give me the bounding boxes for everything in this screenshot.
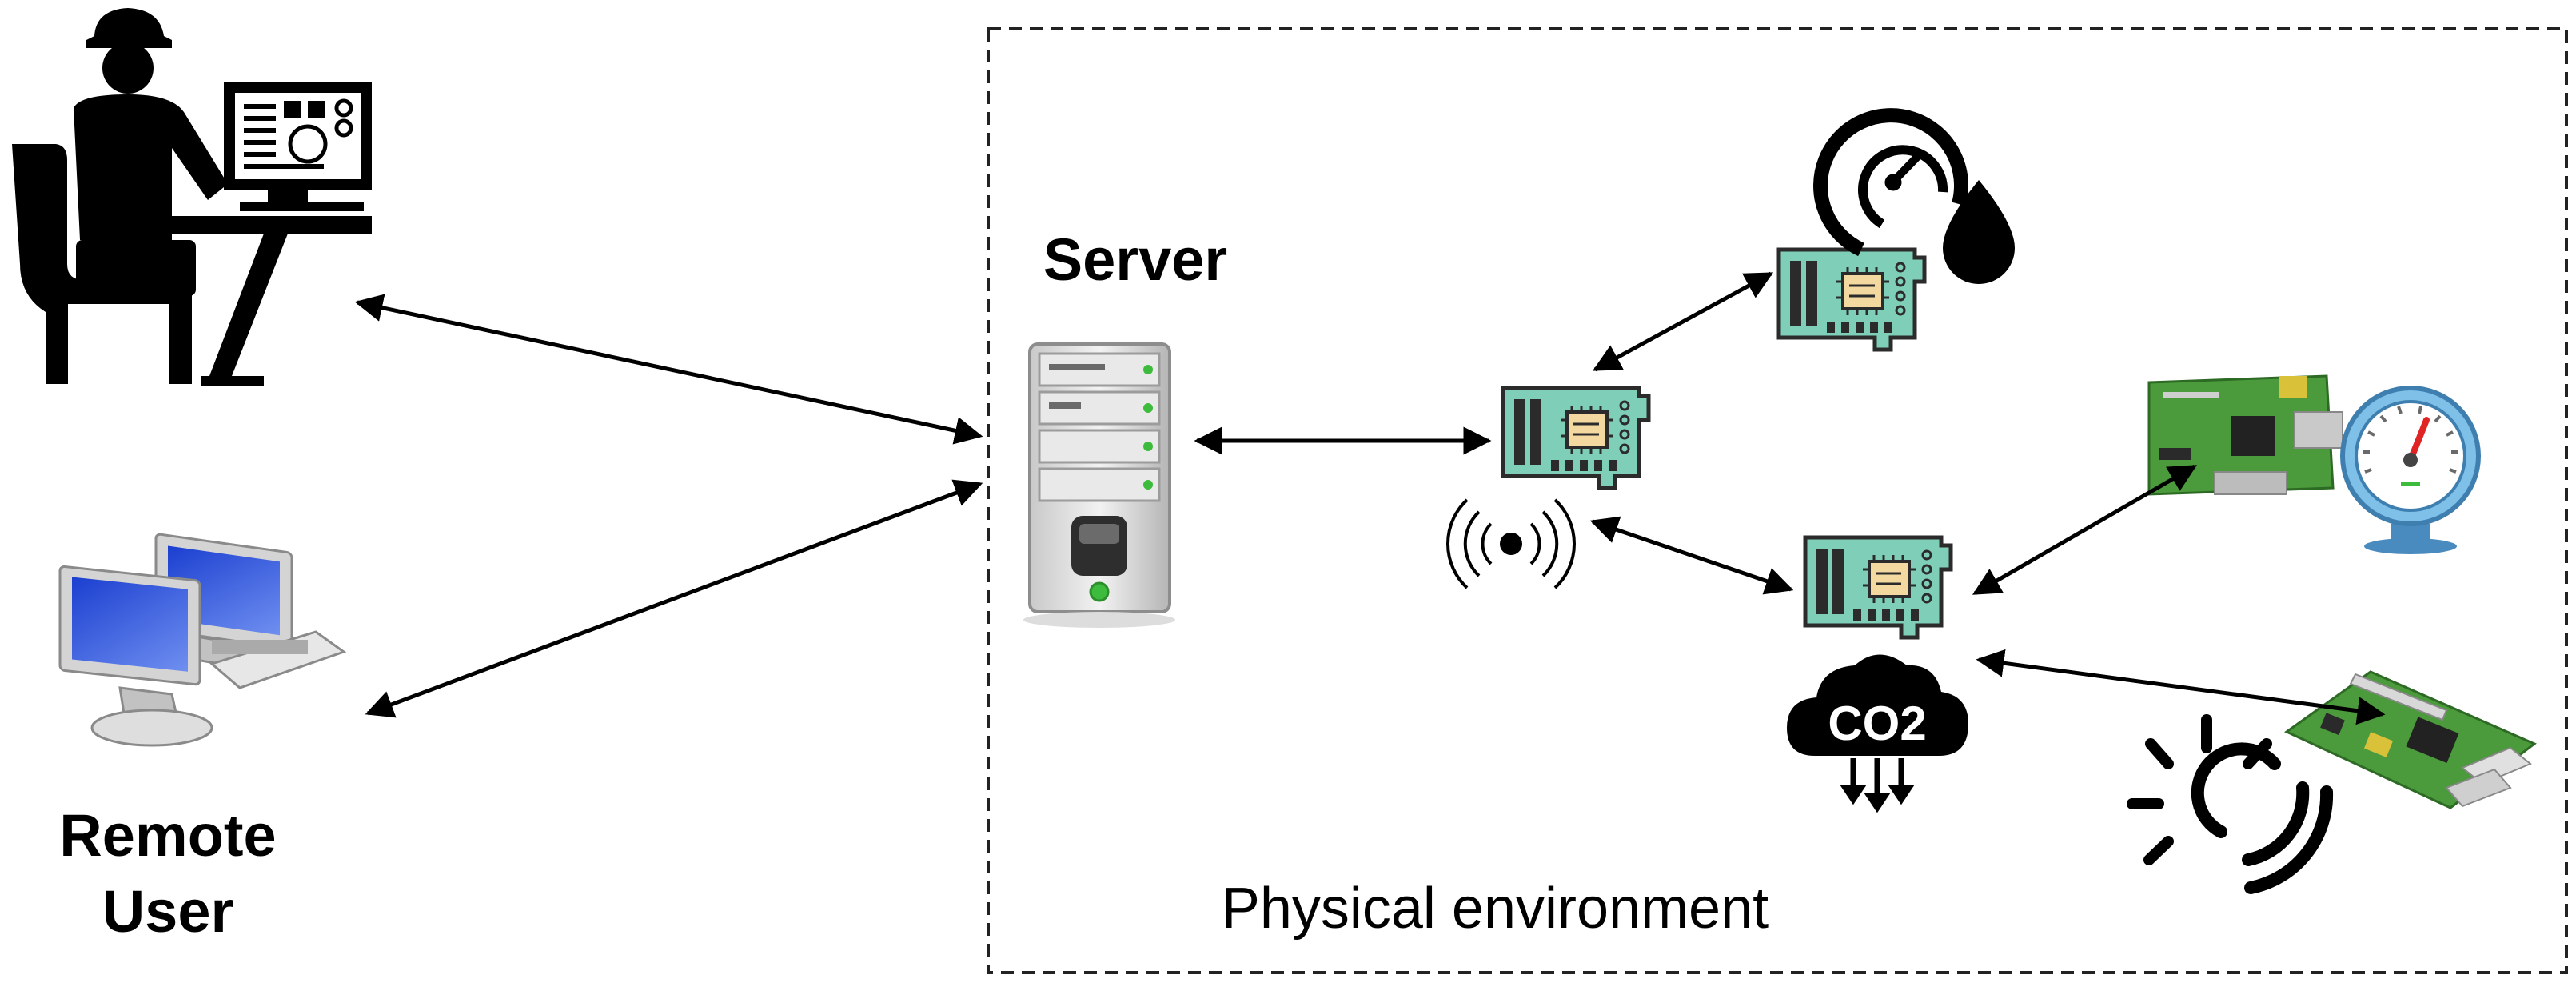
co2-board-light-rpi-link	[1976, 649, 2386, 725]
remote-user-label-line2: User	[102, 878, 234, 945]
physical-environment-label: Physical environment	[1222, 877, 1769, 941]
raspberry-pi-icon	[2147, 374, 2343, 496]
pressure-gauge-drop-icon	[1813, 108, 2015, 284]
physical-environment-boundary	[987, 27, 2568, 974]
remote-user-server-link	[365, 479, 983, 718]
gateway-board-icon	[1503, 388, 1649, 488]
connections	[354, 271, 2386, 725]
remote-user-label-line1: Remote	[59, 802, 276, 869]
sun-light-icon	[2127, 714, 2334, 894]
wireless-signal-icon	[1446, 498, 1577, 589]
co2-label: CO2	[1828, 697, 1926, 750]
server-tower-icon	[1023, 342, 1175, 628]
pressure-gauge-icon	[2340, 386, 2481, 554]
operator-server-link	[354, 294, 983, 445]
gateway-humidity-board-link	[1592, 271, 1774, 372]
co2-sensor-board-icon	[1805, 537, 1951, 637]
humidity-sensor-board-icon	[1779, 250, 1924, 350]
operator-at-desk-icon	[12, 8, 372, 386]
gateway-co2-board-link	[1589, 516, 1794, 595]
remote-computers-icon	[58, 533, 347, 747]
co2-board-rpi-link	[1972, 464, 2198, 596]
server-label: Server	[1043, 226, 1227, 293]
co2-cloud-icon: CO2	[1787, 654, 1968, 813]
